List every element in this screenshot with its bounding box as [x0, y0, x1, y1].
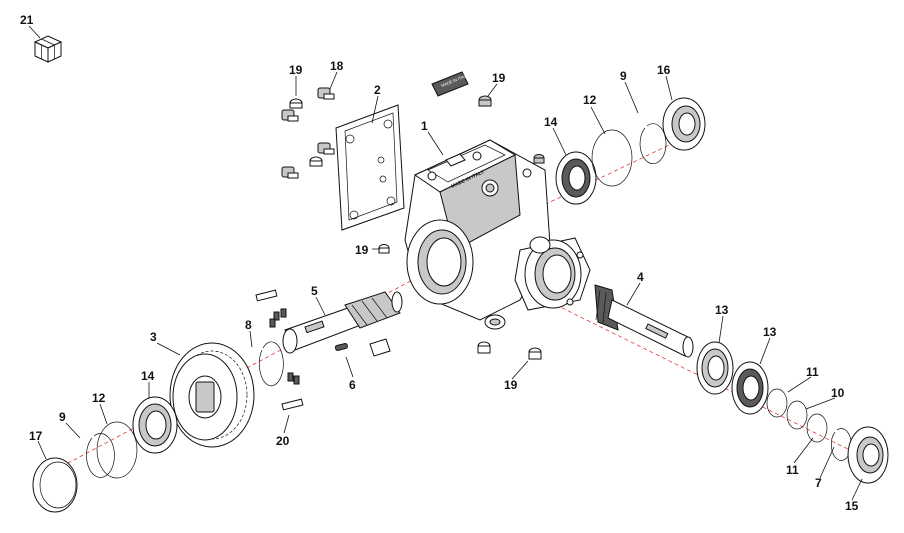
- callout-19-top-left: 19: [289, 63, 303, 77]
- bearing-left: [132, 396, 178, 454]
- bevel-gear-crown: [169, 342, 255, 448]
- callout-1: 1: [421, 119, 428, 133]
- callout-3: 3: [150, 330, 157, 344]
- callout-17: 17: [29, 429, 43, 443]
- callout-16: 16: [657, 63, 671, 77]
- bolt-set: [281, 87, 335, 179]
- circlip-left: [86, 433, 115, 478]
- callout-7: 7: [815, 476, 822, 490]
- seal-cap-right: [847, 426, 889, 484]
- bearing-right-a: [696, 341, 734, 395]
- plug: [478, 95, 492, 107]
- bolt: [281, 166, 299, 179]
- callout-13-b: 13: [763, 325, 777, 339]
- callout-21: 21: [20, 13, 34, 27]
- callout-9-top: 9: [620, 69, 627, 83]
- plug: [477, 341, 491, 354]
- callout-5: 5: [311, 284, 318, 298]
- circlip-top: [639, 123, 667, 164]
- o-ring-top: [591, 129, 633, 187]
- callout-19-mid: 19: [355, 243, 369, 257]
- callout-11-top: 11: [806, 365, 819, 379]
- plug: [378, 244, 390, 254]
- callout-13-a: 13: [715, 303, 729, 317]
- washer-11b: [806, 413, 828, 443]
- washer-11a: [766, 388, 788, 418]
- callout-14-top: 14: [544, 115, 558, 129]
- callout-12-left: 12: [92, 391, 106, 405]
- o-ring-left: [96, 421, 138, 479]
- bearing-top: [555, 151, 597, 205]
- input-shaft: [282, 291, 403, 354]
- callout-labels: 21 2 19 18 19 1 19 14 12 9 16 4 5 8 3 14…: [20, 13, 859, 513]
- callout-11-bottom: 11: [786, 463, 799, 477]
- callout-19-top: 19: [492, 71, 506, 85]
- plug: [533, 154, 545, 164]
- cover-plate: [335, 104, 405, 231]
- bolt: [281, 109, 299, 122]
- callout-12-top: 12: [583, 93, 597, 107]
- callout-2: 2: [374, 83, 381, 97]
- washer-10: [786, 400, 808, 430]
- box-icon: [33, 35, 63, 63]
- bolt: [317, 142, 335, 155]
- callout-15: 15: [845, 499, 859, 513]
- callout-18: 18: [330, 59, 344, 73]
- end-cap: [32, 457, 78, 513]
- seal-cap-top: [662, 97, 706, 151]
- callout-19-bottom: 19: [504, 378, 518, 392]
- bearing-right-b: [731, 361, 769, 415]
- circlip-7: [830, 428, 852, 461]
- leader-lines: [28, 25, 863, 501]
- callout-20: 20: [276, 434, 290, 448]
- nameplate: MADE IN ITALY: [431, 71, 469, 97]
- callout-14-left: 14: [141, 369, 155, 383]
- callout-4: 4: [637, 270, 644, 284]
- key-set: [255, 289, 304, 411]
- plug: [309, 156, 323, 167]
- plug: [289, 98, 303, 109]
- plug: [528, 347, 542, 360]
- plug-caps: [289, 95, 545, 360]
- circlip-8: [258, 341, 284, 387]
- callout-6: 6: [349, 378, 356, 392]
- gearbox-housing: MADE IN ITALY: [404, 139, 591, 330]
- pin-set: [334, 338, 391, 357]
- callout-8: 8: [245, 318, 252, 332]
- callout-10: 10: [831, 386, 845, 400]
- pinion-shaft: [594, 284, 694, 358]
- bolt: [317, 87, 335, 100]
- callout-9-left: 9: [59, 410, 66, 424]
